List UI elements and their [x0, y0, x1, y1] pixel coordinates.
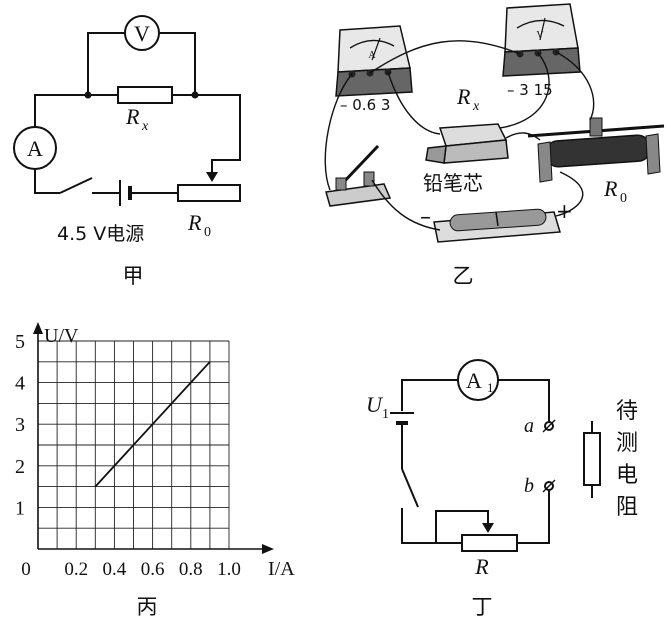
ammeter-terminals: – 0.6 3	[340, 96, 390, 114]
voltmeter-jia	[124, 15, 160, 51]
battery-holder	[433, 208, 561, 243]
label-char-3: 电	[616, 463, 638, 488]
svg-text:0: 0	[620, 191, 627, 206]
voltmeter-terminals: – 3 15	[507, 81, 553, 99]
x-tick-label: 1.0	[217, 559, 241, 580]
rheostat-ding	[461, 534, 518, 552]
resistor-under-test	[583, 432, 601, 486]
voltmeter-symbol: V	[134, 21, 150, 46]
panel-ding: A 1 a b U 1 R 待 测 电 阻 丁	[366, 359, 638, 619]
knife-switch	[325, 144, 392, 207]
svg-text:1: 1	[382, 407, 389, 422]
rheostat-device	[527, 117, 665, 183]
panel-bing: 1 2 3 4 5 0 0.2 0.4 0.6 0.8 1.0 U/V I/A 丙	[15, 322, 295, 619]
svg-text:1: 1	[487, 380, 494, 395]
y-tick-label: 5	[15, 331, 25, 353]
chart-grid	[38, 340, 230, 549]
x-tick-labels: 0 0.2 0.4 0.6 0.8 1.0	[21, 559, 241, 580]
caption-bing: 丙	[137, 595, 158, 619]
svg-text:x: x	[472, 99, 480, 114]
y-tick-labels: 1 2 3 4 5	[15, 331, 25, 519]
y-tick-label: 4	[15, 373, 25, 395]
label-char-2: 测	[616, 431, 638, 456]
x-axis-arrow	[262, 544, 274, 554]
label-char-4: 阻	[616, 495, 638, 520]
r0-label-jia: R	[187, 210, 202, 235]
caption-yi: 乙	[453, 264, 474, 288]
y-tick-label: 2	[15, 456, 25, 478]
svg-text:A: A	[368, 50, 376, 61]
x-tick-label: 0	[21, 559, 31, 580]
caption-ding: 丁	[472, 595, 493, 619]
y-tick-label: 3	[15, 414, 25, 436]
switch-ding[interactable]	[401, 468, 419, 508]
svg-text:x: x	[141, 119, 149, 134]
ammeter-device: A – 0.6 3	[335, 25, 413, 114]
rx-label-jia: R	[125, 104, 140, 129]
y-axis-arrow	[33, 322, 43, 334]
x-tick-label: 0.8	[179, 559, 203, 580]
terminal-b-label: b	[524, 475, 534, 497]
source-u1-label: U	[366, 392, 384, 417]
ammeter-a1-symbol: A	[466, 368, 482, 393]
rheostat-jia	[177, 184, 241, 202]
label-char-1: 待	[616, 399, 638, 424]
rheostat-r-label: R	[474, 554, 489, 579]
y-tick-label: 1	[15, 497, 25, 519]
x-axis-label: I/A	[268, 558, 295, 580]
y-axis-label: U/V	[44, 325, 79, 347]
resistor-rx-jia	[117, 86, 173, 104]
r0-label-yi: R	[603, 176, 618, 201]
panel-yi: A – 0.6 3 V – 3 15 R x 铅笔芯	[324, 3, 665, 288]
svg-text:0: 0	[204, 225, 211, 240]
x-tick-label: 0.2	[64, 559, 88, 580]
x-tick-label: 0.4	[103, 559, 127, 580]
rx-label-yi: R	[456, 84, 471, 109]
terminal-a[interactable]	[544, 421, 554, 431]
switch-jia	[59, 177, 93, 194]
pencil-lead-box	[425, 123, 509, 164]
panel-jia: V R x A 4.5 V电源 R 0 甲	[13, 15, 241, 288]
battery-plus: +	[556, 199, 573, 223]
battery-minus: –	[420, 205, 431, 230]
caption-jia: 甲	[123, 264, 144, 288]
terminal-a-label: a	[524, 415, 534, 437]
ammeter-symbol: A	[27, 136, 43, 161]
pencil-label: 铅笔芯	[423, 171, 483, 195]
source-label: 4.5 V电源	[57, 223, 144, 245]
series-line	[94, 361, 211, 488]
svg-text:V: V	[536, 30, 544, 41]
x-tick-label: 0.6	[141, 559, 165, 580]
